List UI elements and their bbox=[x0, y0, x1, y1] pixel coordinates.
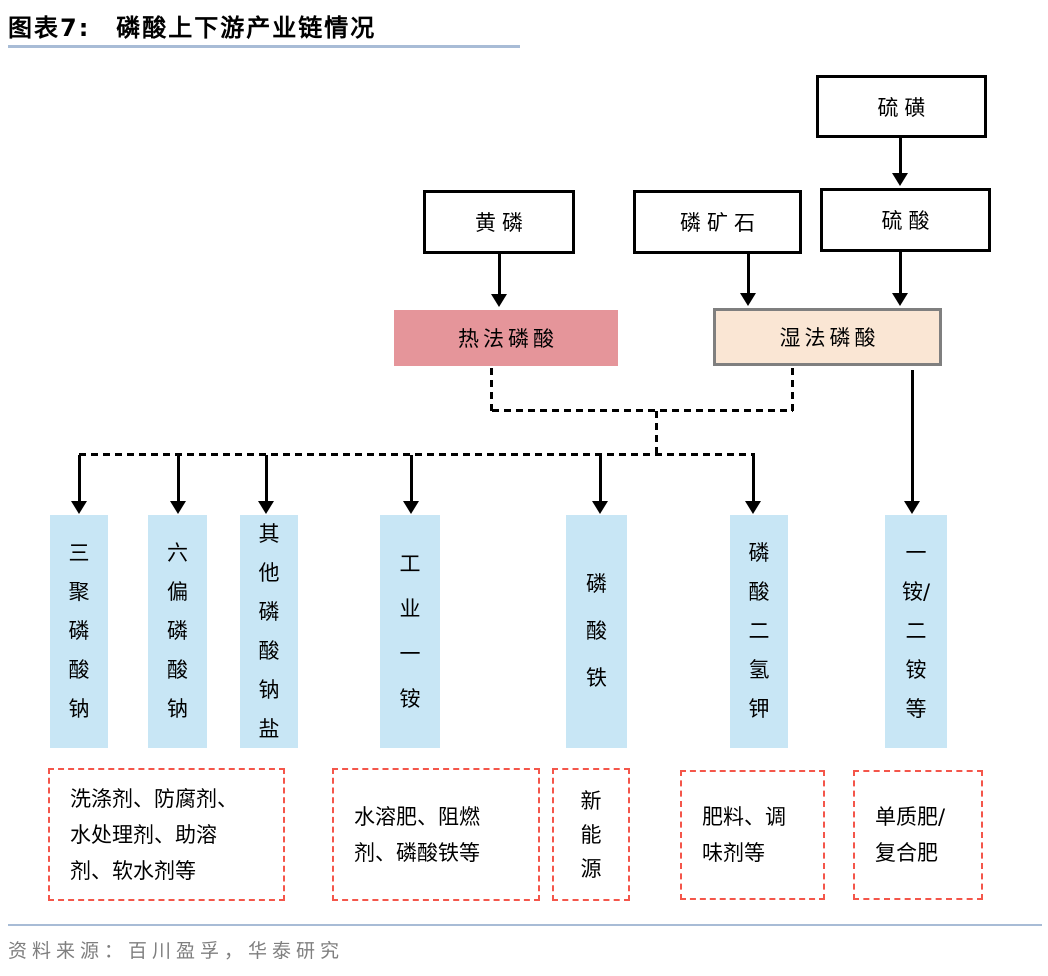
arrowhead-down-icon bbox=[740, 293, 756, 306]
app-water-soluble-fertilizer: 水溶肥、阻燃 剂、磷酸铁等 bbox=[332, 768, 540, 901]
product-sodium-tripolyphosphate: 三 聚 磷 酸 钠 bbox=[50, 515, 108, 748]
arrow-wet-to-ammonium-phosphates bbox=[904, 370, 920, 514]
arrow-shaft bbox=[264, 455, 268, 503]
node-yellow-phosphorus: 黄磷 bbox=[423, 190, 575, 254]
arrow-phosphate-rock-to-wet bbox=[740, 254, 756, 306]
app-fertilizer-flavoring: 肥料、调 味剂等 bbox=[680, 770, 825, 900]
title-underline bbox=[8, 45, 520, 48]
arrow-to-iron-phosphate bbox=[592, 455, 608, 514]
dashed-bus-upper bbox=[492, 409, 793, 412]
footer-rule bbox=[8, 924, 1042, 926]
figure-label: 图表7: bbox=[8, 14, 91, 42]
arrow-shaft bbox=[409, 455, 413, 503]
app-detergents-preservatives: 洗涤剂、防腐剂、 水处理剂、助溶 剂、软水剂等 bbox=[48, 768, 285, 901]
arrow-shaft bbox=[598, 455, 602, 503]
dashed-drop-from-thermal bbox=[490, 368, 493, 411]
app-new-energy: 新 能 源 bbox=[552, 768, 630, 901]
arrowhead-down-icon bbox=[258, 501, 274, 514]
arrow-shaft bbox=[910, 370, 914, 503]
arrow-shaft bbox=[77, 455, 81, 503]
arrow-shaft bbox=[176, 455, 180, 503]
app-straight-compound-fertilizer: 单质肥/ 复合肥 bbox=[853, 770, 983, 900]
arrowhead-down-icon bbox=[71, 501, 87, 514]
node-sulfuric-acid: 硫酸 bbox=[820, 188, 991, 252]
arrow-to-sodium-tripolyphosphate bbox=[71, 455, 87, 514]
arrow-to-potassium-dihydrogen-phosphate bbox=[745, 455, 761, 514]
product-other-sodium-phosphates: 其 他 磷 酸 钠 盐 bbox=[240, 515, 298, 748]
figure-title: 磷酸上下游产业链情况 bbox=[116, 14, 377, 42]
arrowhead-down-icon bbox=[745, 501, 761, 514]
node-wet-process-phosphoric-acid: 湿法磷酸 bbox=[713, 308, 942, 366]
product-sodium-hexametaphosphate: 六 偏 磷 酸 钠 bbox=[148, 515, 207, 748]
arrow-shaft bbox=[751, 455, 755, 503]
source-text: 资料来源：百川盈孚，华泰研究 bbox=[8, 940, 345, 962]
node-phosphate-rock: 磷矿石 bbox=[633, 190, 802, 254]
arrowhead-down-icon bbox=[491, 294, 507, 307]
arrowhead-down-icon bbox=[892, 173, 908, 186]
arrow-yellow-phosphorus-to-thermal bbox=[491, 254, 507, 307]
dashed-connector-middle bbox=[655, 411, 658, 455]
arrow-shaft bbox=[746, 254, 750, 295]
arrow-sulfuric-acid-to-wet bbox=[892, 252, 908, 306]
arrowhead-down-icon bbox=[170, 501, 186, 514]
product-iron-phosphate: 磷 酸 铁 bbox=[566, 515, 627, 748]
arrowhead-down-icon bbox=[403, 501, 419, 514]
arrow-to-sodium-hexametaphosphate bbox=[170, 455, 186, 514]
arrowhead-down-icon bbox=[904, 501, 920, 514]
product-ammonium-phosphates: 一 铵/ 二 铵 等 bbox=[885, 515, 947, 748]
arrow-to-other-sodium-phosphates bbox=[258, 455, 274, 514]
arrow-shaft bbox=[497, 254, 501, 296]
node-thermal-process-phosphoric-acid: 热法磷酸 bbox=[394, 310, 618, 366]
node-sulfur: 硫磺 bbox=[816, 75, 987, 138]
product-potassium-dihydrogen-phosphate: 磷 酸 二 氢 钾 bbox=[730, 515, 788, 748]
figure-header: 图表7: 磷酸上下游产业链情况 bbox=[8, 8, 376, 43]
product-industrial-map: 工 业 一 铵 bbox=[380, 515, 440, 748]
arrow-shaft bbox=[898, 138, 902, 175]
arrow-sulfur-to-sulfuric-acid bbox=[892, 138, 908, 186]
arrow-to-industrial-map bbox=[403, 455, 419, 514]
arrowhead-down-icon bbox=[592, 501, 608, 514]
dashed-drop-from-wet bbox=[791, 368, 794, 411]
arrowhead-down-icon bbox=[892, 293, 908, 306]
arrow-shaft bbox=[898, 252, 902, 295]
dashed-bus-lower bbox=[79, 453, 755, 456]
